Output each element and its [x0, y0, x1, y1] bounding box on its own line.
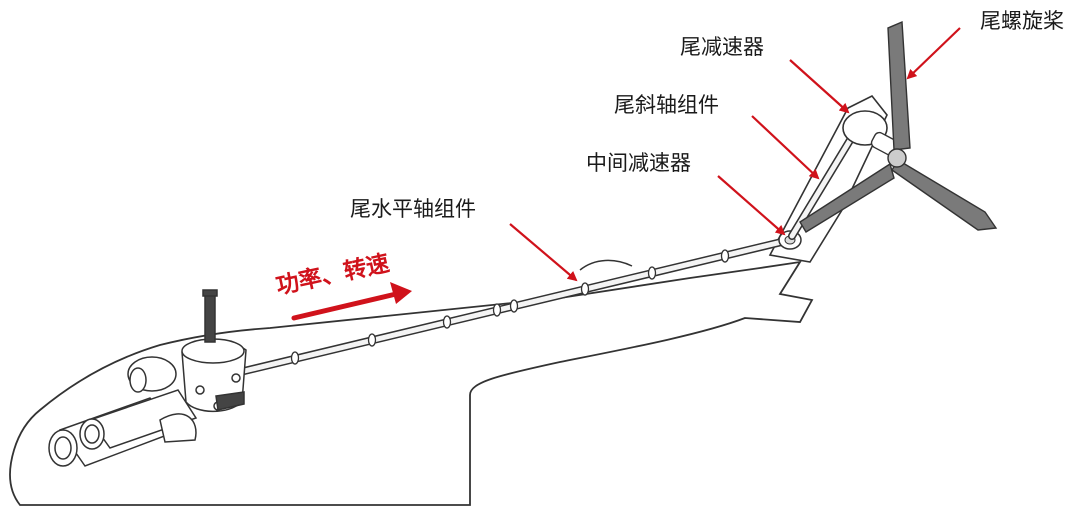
power-flow-arrow [291, 282, 412, 321]
label-tail-horizontal-shaft: 尾水平轴组件 [350, 197, 476, 221]
main-gearbox [181, 289, 247, 413]
label-tail-gearbox: 尾减速器 [680, 35, 764, 59]
arrow-intermediate-gearbox [717, 175, 786, 236]
fuselage-outline [9, 260, 814, 506]
arrow-tail-rotor [906, 27, 961, 80]
arrow-tail-inclined-shaft [751, 115, 820, 180]
label-power-flow: 功率、转速 [274, 250, 392, 300]
arrow-tail-gearbox [789, 59, 850, 114]
label-tail-inclined-shaft: 尾斜轴组件 [614, 93, 719, 117]
inclined-shaft [788, 128, 859, 240]
callout-arrows [509, 27, 961, 282]
dorsal-fairing [579, 259, 633, 271]
label-intermediate-gearbox: 中间减速器 [586, 151, 691, 175]
label-tail-rotor: 尾螺旋桨 [980, 9, 1064, 33]
shaft-couplings [290, 249, 730, 365]
tail-gearbox [842, 110, 900, 157]
tail-rotor [799, 20, 998, 233]
engine-assembly [48, 356, 198, 467]
arrow-tail-horizontal-shaft [509, 223, 578, 282]
